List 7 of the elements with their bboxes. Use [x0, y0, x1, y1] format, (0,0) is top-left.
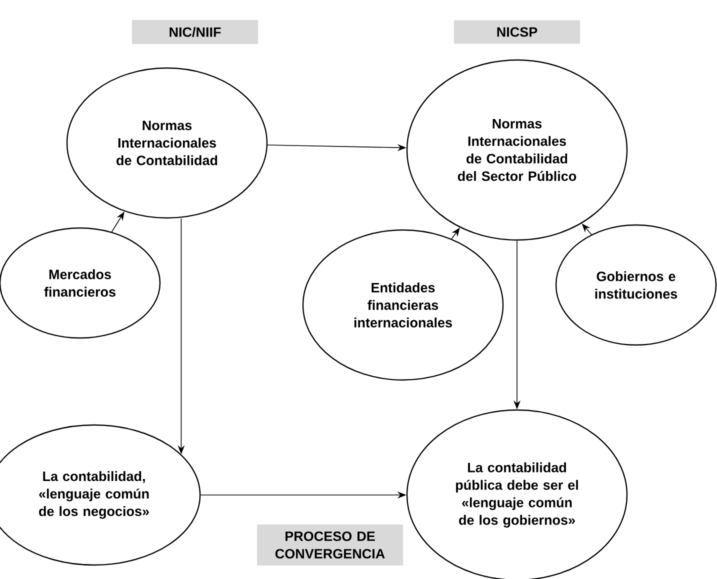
header-tag: PROCESO DE CONVERGENCIA: [257, 524, 403, 566]
ellipse-node: Normas Internacionales de Contabilidad del Sector Público: [406, 59, 628, 241]
ellipse-node: Entidades financieras internacionales: [302, 229, 504, 381]
ellipse-node: Gobiernos e instituciones: [555, 224, 717, 346]
header-tag: NIC/NIIF: [132, 20, 258, 44]
ellipse-node: Normas Internacionales de Contabilidad: [66, 67, 268, 219]
header-tag: NICSP: [454, 20, 580, 44]
